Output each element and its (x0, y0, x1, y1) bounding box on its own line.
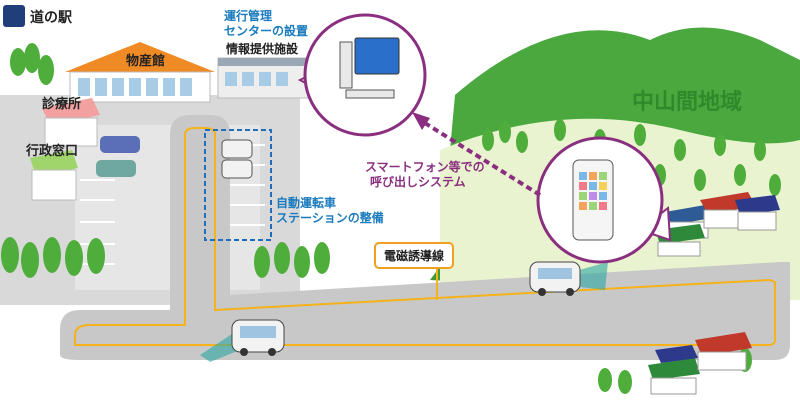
gov-office-building (30, 150, 78, 201)
bussankan-label: 物産館 (126, 54, 166, 69)
guide-wire-label: 電磁誘導線 (374, 242, 455, 269)
station-label-2: ステーションの整備 (276, 211, 384, 225)
computer-callout (297, 13, 427, 137)
smartphone-callout (536, 136, 672, 264)
header-title: 道の駅 (30, 10, 72, 26)
autonomous-vehicle-1 (200, 319, 285, 362)
parked-cars (96, 136, 140, 177)
clinic-building (42, 98, 100, 147)
callout-label-1: スマートフォン等での (365, 160, 485, 174)
station-label-1: 自動運転車 (276, 196, 337, 210)
michi-no-eki-logo-icon (3, 5, 25, 27)
station-box (204, 129, 272, 241)
control-center-label-2: センターの設置 (224, 24, 309, 38)
callout-label-2: 呼び出しシステム (370, 175, 466, 189)
control-center-label-1: 運行管理 (224, 9, 273, 23)
station-vehicles (221, 139, 253, 179)
autonomous-vehicle-2 (529, 261, 608, 296)
call-arrow (412, 112, 542, 197)
clinic-label: 診療所 (42, 97, 82, 112)
gov-office-label: 行政窓口 (26, 144, 79, 159)
info-facility-label: 情報提供施設 (226, 42, 299, 56)
region-label: 中山間地域 (632, 90, 743, 115)
village-lower (648, 332, 752, 395)
control-center-building (217, 57, 309, 99)
trees (1, 43, 781, 394)
bussankan-building (65, 42, 215, 103)
